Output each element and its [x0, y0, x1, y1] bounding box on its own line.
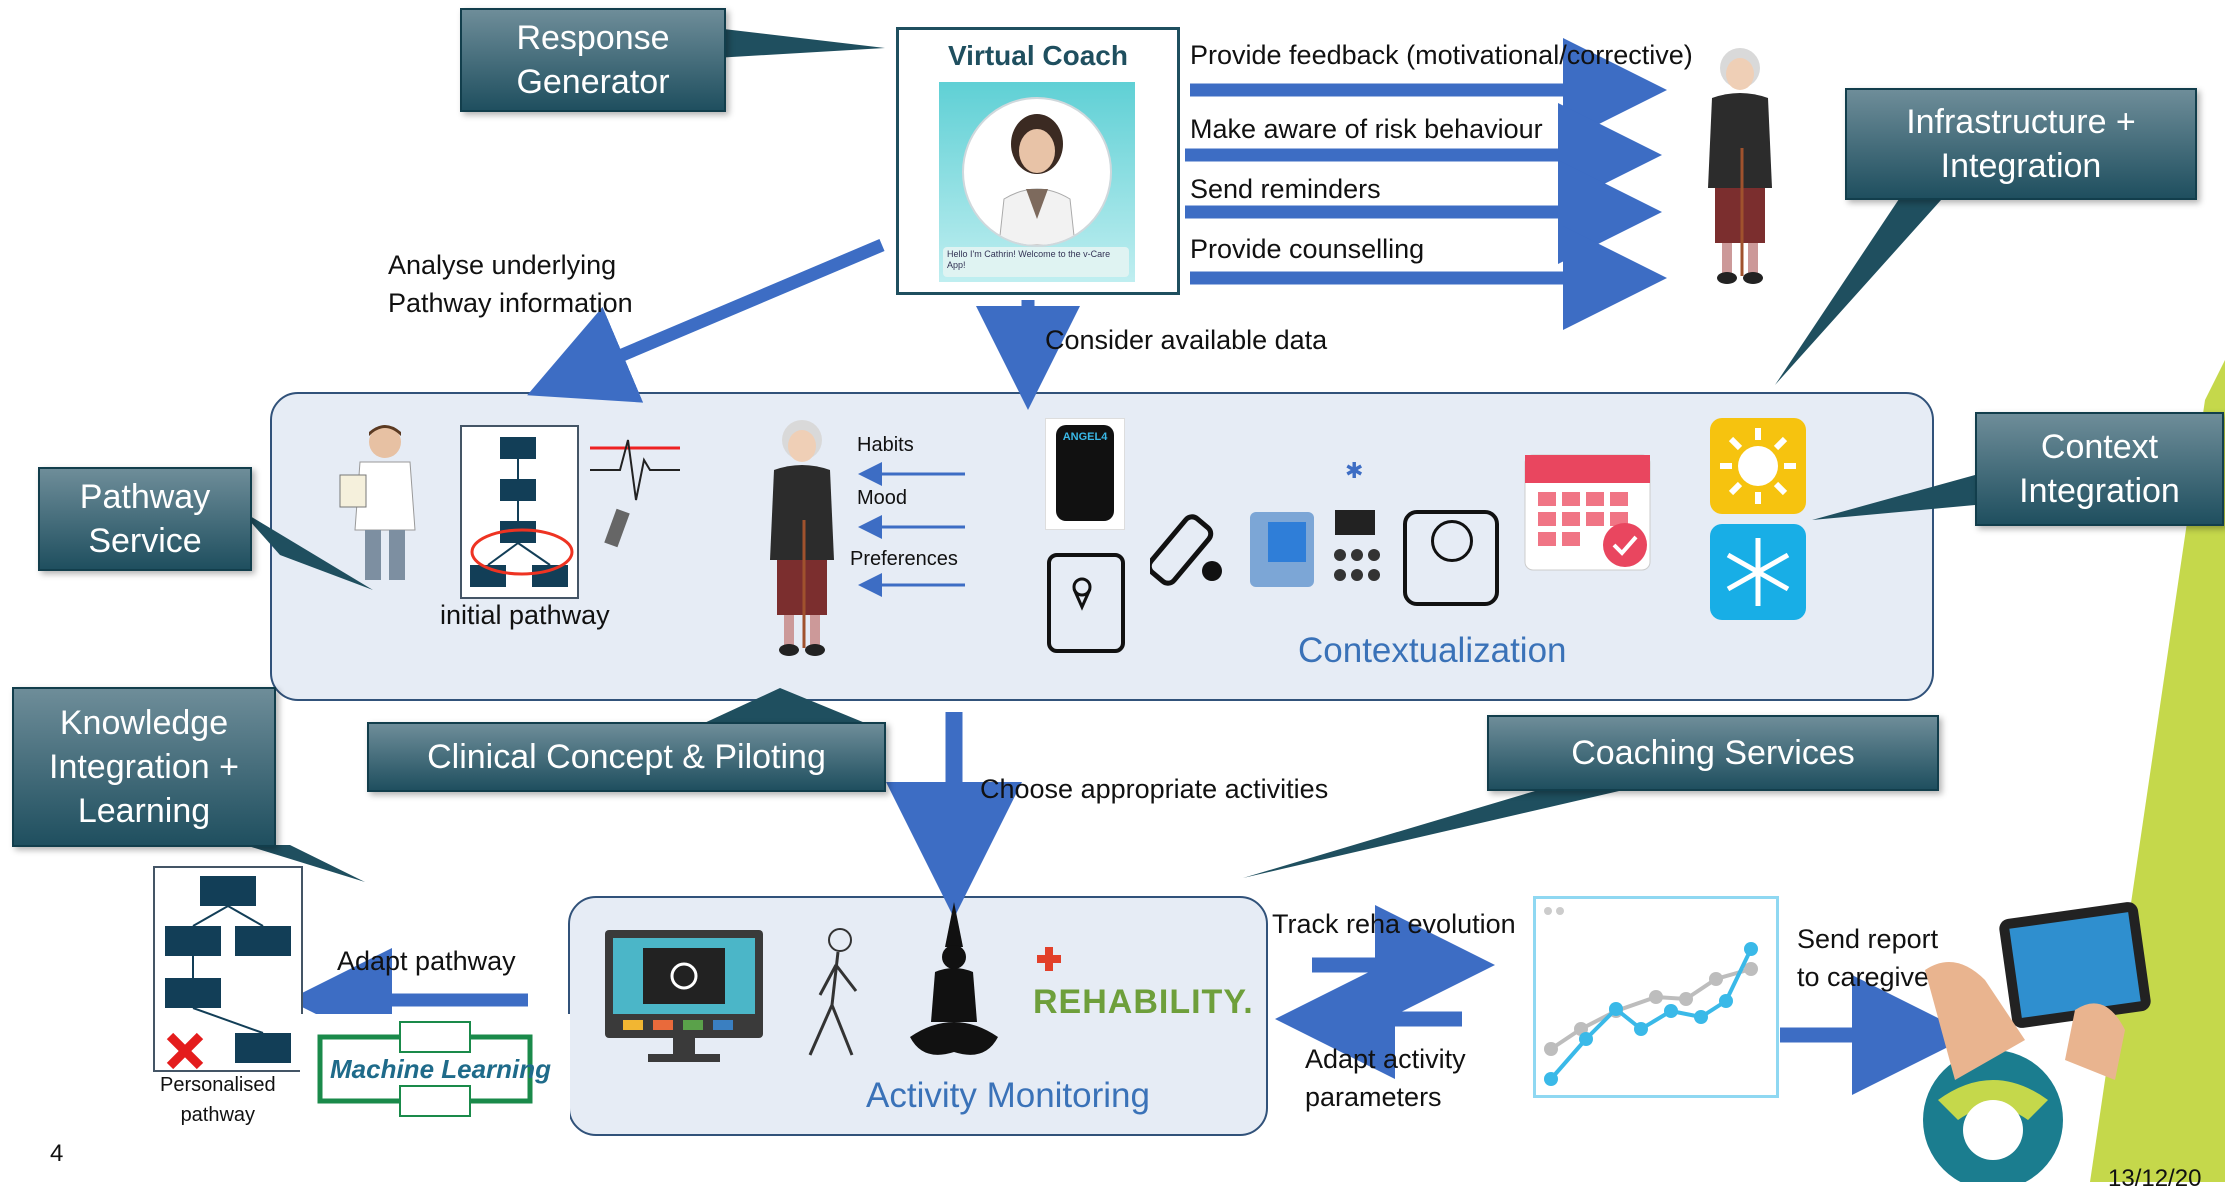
- rehability-logo: REHABILITY.: [1033, 983, 1254, 1021]
- clinical-concept-callout: Clinical Concept & Piloting: [367, 722, 886, 792]
- elderly-woman-icon: [757, 410, 847, 660]
- action-reminders-label: Send reminders: [1190, 174, 1381, 204]
- contextualization-label: Contextualization: [1298, 631, 1567, 670]
- machine-learning-diagram: Machine Learning: [300, 1014, 570, 1129]
- clinical-tail: [700, 688, 870, 725]
- arrow-analyse: [527, 239, 885, 403]
- wrist-sensor-icon: ✱: [1325, 450, 1400, 590]
- flowchart-icon: [460, 425, 579, 599]
- action-counselling-label: Provide counselling: [1190, 234, 1425, 264]
- virtual-coach-card: Virtual Coach Hello I'm Cathrin! Welcome…: [896, 27, 1180, 295]
- habits-label: Habits: [857, 434, 914, 456]
- adapt-pathway-label: Adapt pathway: [337, 946, 516, 976]
- tablet-icon: [1915, 890, 2155, 1090]
- yoga-icon: [905, 902, 1003, 1065]
- action-feedback-label: Provide feedback (motivational/correctiv…: [1190, 40, 1693, 70]
- pathway-tail: [240, 510, 373, 590]
- device-brand-label: ANGEL4: [1062, 431, 1108, 443]
- monitor-video-icon: [603, 928, 765, 1068]
- knowledge-integration-callout: Knowledge Integration + Learning: [12, 687, 276, 847]
- chart-icon: [1533, 896, 1779, 1098]
- pill-box-icon: [1150, 505, 1230, 590]
- svg-text:✱: ✱: [1345, 458, 1363, 483]
- page-number: 4: [50, 1140, 64, 1167]
- mood-label: Mood: [857, 487, 908, 509]
- initial-pathway-label: initial pathway: [440, 600, 610, 630]
- sun-icon: [1710, 418, 1806, 514]
- personalised-pathway-label: Personalised pathway: [160, 1074, 276, 1126]
- coaching-tail: [1243, 785, 1645, 878]
- action-risk-label: Make aware of risk behaviour: [1190, 114, 1543, 144]
- activity-monitoring-label: Activity Monitoring: [866, 1076, 1150, 1115]
- context-tail: [1812, 475, 1975, 520]
- doctor-icon: [335, 420, 435, 590]
- calendar-icon: [1520, 440, 1655, 575]
- blood-pressure-icon: [1250, 512, 1314, 587]
- ecg-icon: [590, 430, 680, 550]
- avatar-circle: [962, 97, 1112, 247]
- walking-person-icon: [790, 925, 880, 1070]
- adapt-activity-label: Adapt activity parameters: [1305, 1044, 1466, 1112]
- response-generator-callout: Response Generator: [460, 8, 726, 112]
- coach-screen: Hello I'm Cathrin! Welcome to the v-Care…: [939, 82, 1135, 282]
- context-integration-callout: Context Integration: [1975, 412, 2224, 526]
- virtual-coach-title: Virtual Coach: [948, 40, 1128, 71]
- choose-label: Choose appropriate activities: [980, 774, 1329, 804]
- smartwatch-icon: ANGEL4: [1045, 418, 1125, 530]
- phone-location-icon: [1047, 553, 1125, 653]
- infrastructure-tail: [1775, 190, 1950, 385]
- coach-chat-bubble: Hello I'm Cathrin! Welcome to the v-Care…: [943, 247, 1129, 277]
- pathway-service-callout: Pathway Service: [38, 467, 252, 571]
- response-tail: [715, 28, 885, 58]
- consider-label: Consider available data: [1045, 325, 1328, 355]
- coaching-services-callout: Coaching Services: [1487, 715, 1939, 791]
- flowchart-icon: [153, 866, 303, 1072]
- snowflake-icon: [1710, 524, 1806, 620]
- infrastructure-callout: Infrastructure + Integration: [1845, 88, 2197, 200]
- logo-icon: [1035, 945, 1065, 975]
- machine-learning-label: Machine Learning: [330, 1054, 552, 1084]
- preferences-label: Preferences: [850, 548, 958, 570]
- date-label: 13/12/20: [2108, 1165, 2202, 1192]
- track-label: Track reha evolution: [1272, 909, 1516, 939]
- scale-icon: [1403, 510, 1499, 606]
- knowledge-tail: [245, 845, 365, 882]
- elderly-woman-icon: [1690, 38, 1790, 288]
- analyse-label: Analyse underlying Pathway information: [388, 250, 633, 318]
